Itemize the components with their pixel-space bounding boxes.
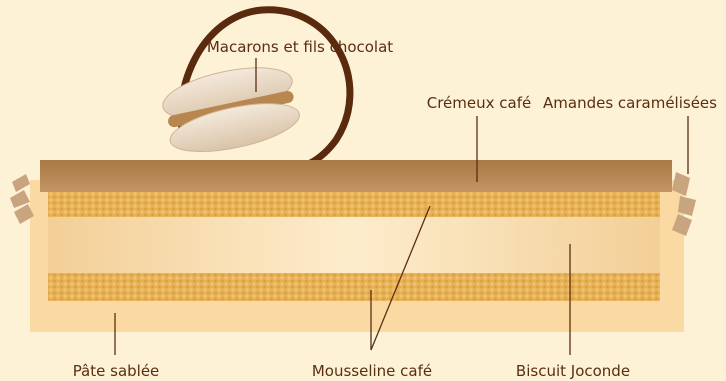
- label-macarons: Macarons et fils chocolat: [207, 38, 393, 56]
- cremeux-cafe-layer: [40, 160, 672, 192]
- label-pate: Pâte sablée: [73, 362, 160, 380]
- label-cremeux: Crémeux café: [427, 94, 531, 112]
- label-mousseline: Mousseline café: [312, 362, 432, 380]
- label-amandes: Amandes caramélisées: [543, 94, 717, 112]
- mousseline-cafe-layer: [48, 217, 660, 273]
- label-biscuit: Biscuit Joconde: [516, 362, 630, 380]
- macaron: [158, 58, 303, 161]
